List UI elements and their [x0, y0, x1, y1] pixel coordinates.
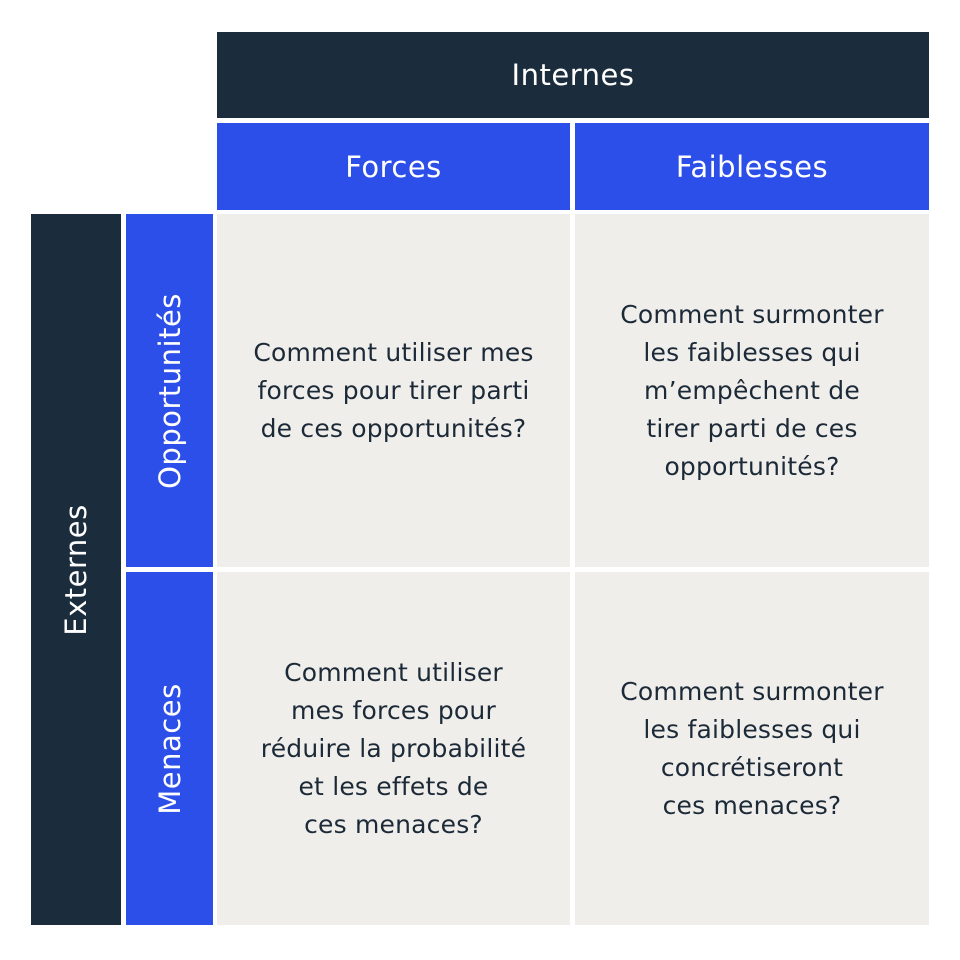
external-header: Externes: [31, 214, 121, 925]
column-header-strengths: Forces: [217, 123, 570, 210]
row-header-opportunities: Opportunités: [126, 214, 213, 567]
row-header-threats: Menaces: [126, 572, 213, 925]
internal-header: Internes: [217, 32, 929, 118]
cell-strengths-threats: Comment utiliser mes forces pour réduire…: [217, 572, 570, 925]
cell-strengths-threats-text: Comment utiliser mes forces pour réduire…: [260, 657, 527, 839]
internal-header-label: Internes: [511, 58, 635, 92]
cell-weaknesses-opportunities: Comment surmonter les faiblesses qui m’e…: [575, 214, 929, 567]
cell-strengths-opportunities-text: Comment utiliser mes forces pour tirer p…: [253, 337, 534, 443]
column-header-weaknesses: Faiblesses: [575, 123, 929, 210]
external-header-label: Externes: [59, 503, 93, 636]
cell-weaknesses-threats: Comment surmonter les faiblesses qui con…: [575, 572, 929, 925]
cell-weaknesses-opportunities-text: Comment surmonter les faiblesses qui m’e…: [620, 299, 884, 481]
column-header-weaknesses-label: Faiblesses: [675, 149, 829, 184]
column-header-strengths-label: Forces: [345, 149, 442, 184]
row-header-threats-label: Menaces: [152, 682, 187, 815]
cell-weaknesses-threats-text: Comment surmonter les faiblesses qui con…: [620, 676, 884, 820]
row-header-opportunities-label: Opportunités: [152, 292, 187, 489]
cell-strengths-opportunities: Comment utiliser mes forces pour tirer p…: [217, 214, 570, 567]
